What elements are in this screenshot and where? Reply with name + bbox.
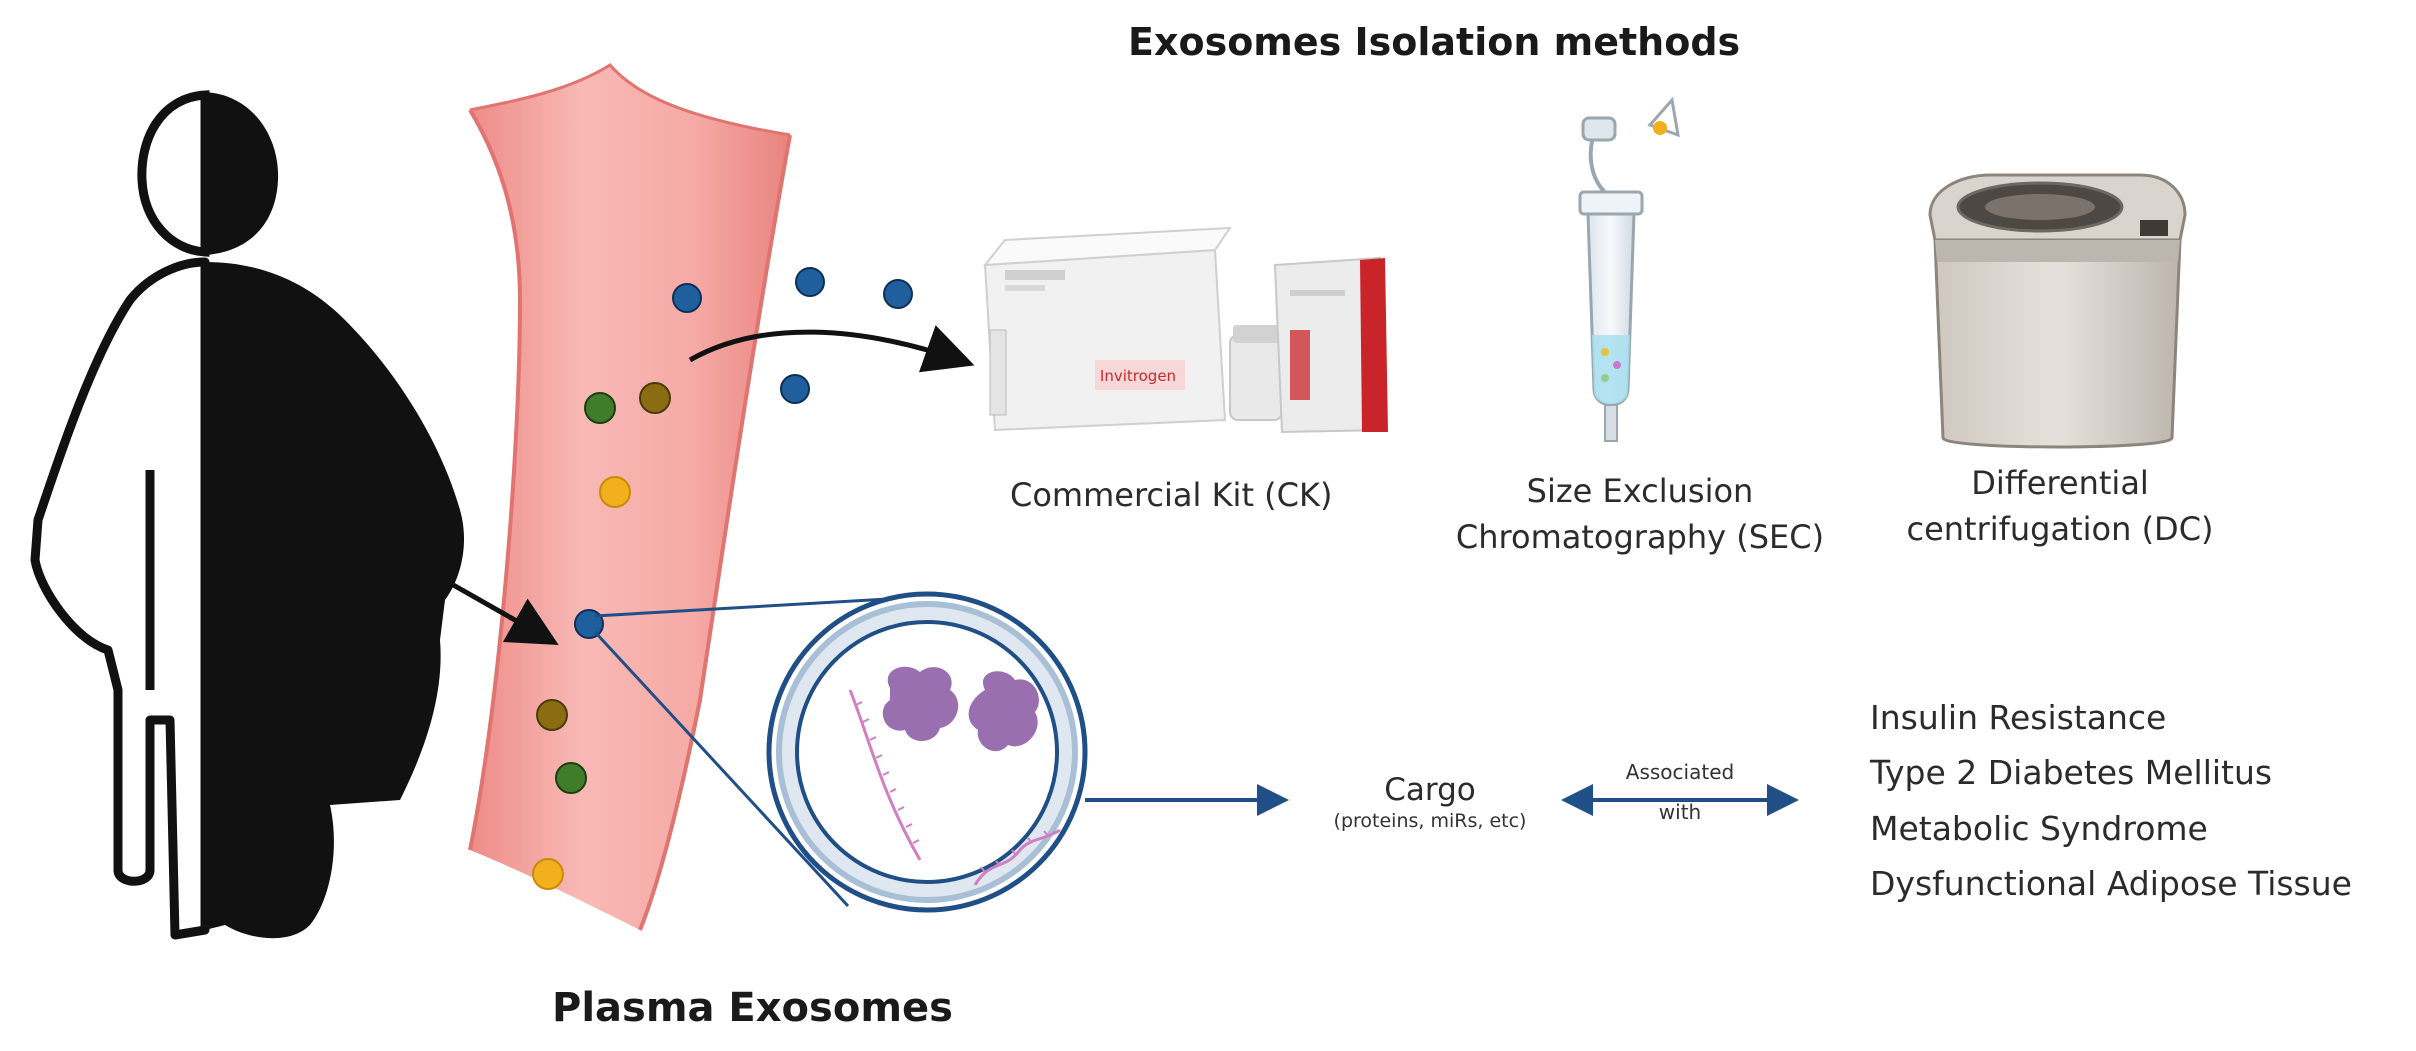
plasma-exosomes-label: Plasma Exosomes: [552, 985, 953, 1031]
exosome-magnification: [593, 591, 1088, 913]
cargo-sublabel: (proteins, miRs, etc): [1333, 810, 1527, 833]
mirna-strand: [848, 689, 922, 861]
centrifuge-image: [1928, 173, 2187, 449]
exosome-olive: [536, 699, 568, 731]
protein-blob: [882, 666, 959, 742]
condition-item: Type 2 Diabetes Mellitus: [1870, 753, 2273, 793]
condition-item: Metabolic Syndrome: [1870, 808, 2208, 848]
exosome-green: [584, 392, 616, 424]
exosome-blue: [780, 374, 810, 404]
exosome-yellow: [532, 858, 564, 890]
conditions-list: Insulin Resistance Type 2 Diabetes Melli…: [1870, 690, 2352, 912]
association-line1: Associated: [1625, 760, 1735, 784]
method-label-sec: Size Exclusion Chromatography (SEC): [1430, 468, 1850, 561]
exosome-yellow: [599, 476, 631, 508]
isolation-arrow: [688, 325, 975, 373]
sec-column-image: [1578, 96, 1680, 442]
exosome-blue: [672, 283, 702, 313]
mirna-strand: [973, 828, 1061, 886]
method-label-ck: Commercial Kit (CK): [1010, 476, 1333, 514]
diagram-title: Exosomes Isolation methods: [1128, 20, 1741, 64]
lean-head: [137, 90, 210, 257]
method-label-dc-line1: Differential: [1971, 464, 2149, 502]
method-label-sec-line1: Size Exclusion: [1526, 472, 1754, 510]
condition-item: Insulin Resistance: [1870, 698, 2167, 737]
condition-item: Dysfunctional Adipose Tissue: [1870, 864, 2352, 904]
method-label-sec-line2: Chromatography (SEC): [1455, 518, 1825, 557]
method-label-dc: Differential centrifugation (DC): [1880, 460, 2240, 553]
exosome-blue: [795, 267, 825, 297]
exosome-green: [555, 762, 587, 794]
association-label: Associated with: [1590, 760, 1770, 824]
commercial-kit-image: Invitrogen: [982, 226, 1388, 434]
person-silhouette: [30, 90, 465, 940]
lean-body: [30, 257, 210, 940]
exosome-blue-selected: [574, 609, 604, 639]
cargo-label-group: Cargo (proteins, miRs, etc): [1300, 772, 1560, 834]
cargo-label: Cargo: [1384, 772, 1476, 808]
method-label-dc-line2: centrifugation (DC): [1906, 510, 2214, 549]
obese-head: [205, 92, 279, 255]
exosome-olive: [639, 382, 671, 414]
person-to-vessel-arrow: [446, 579, 559, 645]
association-line2: with: [1658, 800, 1702, 824]
kit-brand: Invitrogen: [1100, 367, 1176, 385]
protein-blob: [968, 671, 1039, 752]
obese-body: [205, 262, 465, 939]
exosome-blue: [883, 279, 913, 309]
exosomes-released: [780, 267, 913, 404]
